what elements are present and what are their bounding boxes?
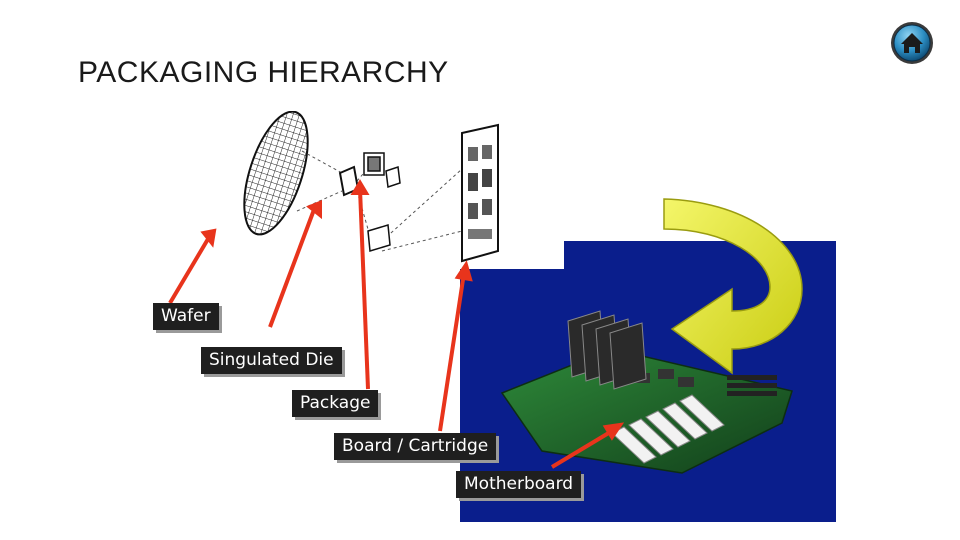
motherboard-label: Motherboard — [456, 471, 582, 498]
die-arrow — [268, 206, 317, 328]
wafer-label: Wafer — [153, 303, 219, 330]
package-illustration — [363, 152, 401, 252]
singulated-die-label: Singulated Die — [201, 347, 342, 374]
slide-title: PACKAGING HIERARCHY — [78, 56, 449, 89]
packaging-hierarchy-figure: Wafer Singulated Die Package Board / Car… — [142, 110, 836, 522]
motherboard-arrow — [550, 429, 614, 469]
home-icon — [891, 22, 933, 64]
board-arrow — [438, 272, 466, 432]
board-cartridge-illustration — [461, 123, 499, 263]
package-label: Package — [292, 390, 379, 417]
wafer-illustration — [243, 110, 309, 236]
pointer-arrows — [168, 179, 625, 469]
packaging-illustration — [243, 110, 836, 522]
motherboard-illustration — [500, 310, 793, 474]
board-cartridge-label: Board / Cartridge — [334, 433, 497, 460]
curved-yellow-arrow — [663, 198, 803, 375]
wafer-arrow — [168, 237, 210, 305]
package-arrow — [358, 188, 370, 390]
home-button[interactable] — [889, 20, 935, 66]
